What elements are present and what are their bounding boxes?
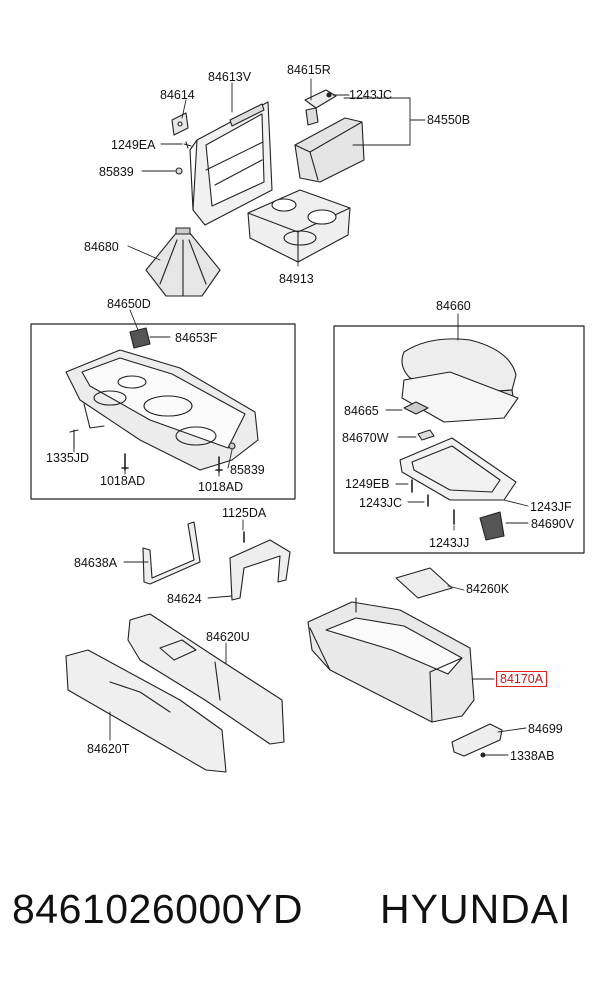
cover-84550B-drawing	[294, 89, 365, 183]
label-1018AD-a: 1018AD	[100, 474, 146, 488]
label-84170A-highlighted: 84170A	[496, 671, 548, 687]
console-panel-84650D-drawing	[65, 327, 259, 471]
bracket-84624-drawing	[229, 531, 291, 601]
label-84680: 84680	[84, 240, 119, 254]
label-84550B: 84550B	[427, 113, 471, 127]
label-84615R: 84615R	[287, 63, 331, 77]
screw-1338AB-drawing	[480, 752, 486, 758]
label-84660: 84660	[436, 299, 471, 313]
label-84638A: 84638A	[74, 556, 118, 570]
label-1338AB: 1338AB	[510, 749, 555, 763]
label-84260K: 84260K	[466, 582, 510, 596]
armrest-84660-drawing	[399, 338, 519, 541]
label-84624: 84624	[167, 592, 202, 606]
label-84913: 84913	[279, 272, 314, 286]
label-1249EB: 1249EB	[345, 477, 390, 491]
leader-lines	[73, 78, 529, 756]
label-84699: 84699	[528, 722, 563, 736]
shift-boot-84680-drawing	[145, 227, 221, 297]
bracket-84614-drawing	[171, 112, 189, 136]
pad-84260K-drawing	[395, 567, 453, 599]
bracket-84638A-drawing	[142, 521, 201, 585]
screw-1335JD-drawing	[69, 429, 79, 449]
label-84690V: 84690V	[531, 517, 575, 531]
label-84665: 84665	[344, 404, 379, 418]
group-box-84660	[333, 325, 585, 554]
label-1243JC-mid: 1243JC	[359, 496, 403, 510]
panel-84620U-drawing	[127, 613, 285, 745]
group-box-84650D	[30, 323, 296, 500]
bezel-84613V-drawing	[189, 101, 273, 226]
clip-85839-top-drawing	[175, 167, 183, 175]
label-84620T: 84620T	[87, 742, 130, 756]
screw-1018AD-a-drawing	[121, 453, 129, 471]
brand-name: HYUNDAI	[380, 886, 572, 932]
screw-1018AD-b-drawing	[215, 456, 223, 473]
label-1335JD: 1335JD	[46, 451, 90, 465]
label-1243JJ: 1243JJ	[429, 536, 470, 550]
label-1125DA: 1125DA	[222, 506, 267, 520]
label-84653F: 84653F	[175, 331, 218, 345]
label-84670W: 84670W	[342, 431, 389, 445]
label-84614: 84614	[160, 88, 195, 102]
clip-85839-mid-drawing	[228, 442, 236, 450]
label-84613V: 84613V	[208, 70, 252, 84]
label-1249EA: 1249EA	[111, 138, 156, 152]
part-number: 8461026000YD	[12, 886, 303, 932]
label-85839-mid: 85839	[230, 463, 265, 477]
label-1018AD-b: 1018AD	[198, 480, 244, 494]
panel-84620T-drawing	[65, 649, 227, 773]
bracket-84699-drawing	[451, 723, 503, 757]
console-84170A-drawing	[307, 597, 475, 723]
label-84620U: 84620U	[206, 630, 250, 644]
label-1243JF: 1243JF	[530, 500, 572, 514]
cupholder-84913-drawing	[247, 189, 351, 263]
label-84650D: 84650D	[107, 297, 151, 311]
label-85839-top: 85839	[99, 165, 134, 179]
footer: 8461026000YD HYUNDAI	[0, 880, 600, 950]
screw-1249EA-drawing	[183, 141, 192, 149]
label-1243JC-top: 1243JC	[349, 88, 393, 102]
